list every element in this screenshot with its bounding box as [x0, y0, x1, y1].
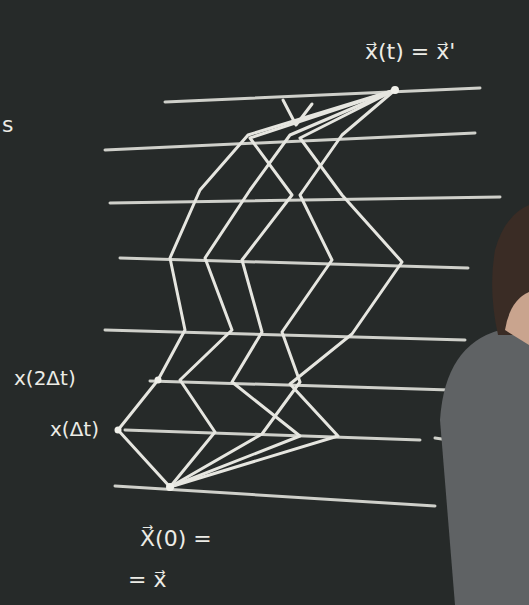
lecturer-face [505, 292, 529, 345]
path-points [115, 86, 400, 491]
cut-off-letter: s [2, 113, 13, 137]
time-step-label: x(Δt) [50, 418, 99, 440]
paths [118, 90, 402, 487]
path-point [155, 377, 162, 384]
path-line [170, 90, 395, 487]
path-line [170, 90, 402, 487]
start-label: X⃗(0) = [140, 527, 212, 551]
time-slice-line [125, 430, 420, 440]
time-step-label: x(2Δt) [14, 367, 76, 389]
time-slices [105, 88, 500, 506]
path-point [115, 427, 122, 434]
endpoint-label: x⃗(t) = x⃗' [365, 40, 455, 64]
path-line [170, 90, 395, 487]
path-line [118, 90, 395, 487]
time-slice-line [165, 88, 480, 102]
lecturer [440, 205, 529, 605]
start-label: = x⃗ [128, 568, 166, 592]
start-point [166, 483, 174, 491]
lecturer-sweater [440, 325, 529, 605]
path-line [283, 100, 312, 125]
end-point [391, 86, 399, 94]
time-slice-line [115, 486, 435, 506]
path-line [170, 90, 395, 487]
